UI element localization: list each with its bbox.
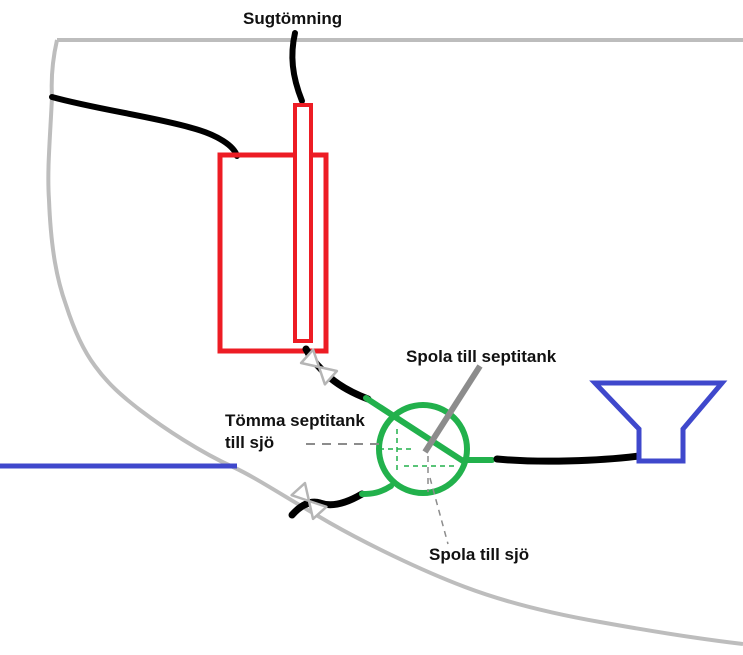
seacock-valve-upper-symbol	[299, 348, 339, 386]
valve-alt-position-cross-1	[379, 429, 415, 471]
hull-outline	[46, 39, 743, 646]
septic-tank	[217, 152, 329, 354]
label-empty-septic-line2: till sjö	[225, 433, 275, 452]
label-empty-septic-line1: Tömma septitank	[225, 411, 365, 430]
hose-suction-deck	[289, 30, 305, 104]
hose-valve-to-sea	[288, 490, 366, 519]
leader-flush-to-sea	[429, 477, 449, 545]
suction-pipe	[293, 103, 313, 343]
label-flush-to-sea: Spola till sjö	[429, 545, 530, 564]
toilet-funnel	[589, 380, 728, 464]
hose-valve-to-toilet	[493, 452, 643, 465]
seacock-valve-upper	[299, 348, 339, 386]
valve-handle-pointer	[422, 364, 483, 454]
hose-deck-to-tank	[49, 94, 240, 159]
label-empty-septic: Tömma septitank till sjö	[225, 410, 365, 454]
valve-port-sea	[359, 483, 394, 497]
label-flush-to-septic: Spola till septitank	[406, 347, 557, 366]
valve-position-line	[363, 395, 466, 464]
seacock-valve-lower	[290, 481, 328, 521]
seacock-valve-lower-symbol	[290, 481, 328, 521]
label-suction: Sugtömning	[243, 9, 343, 28]
